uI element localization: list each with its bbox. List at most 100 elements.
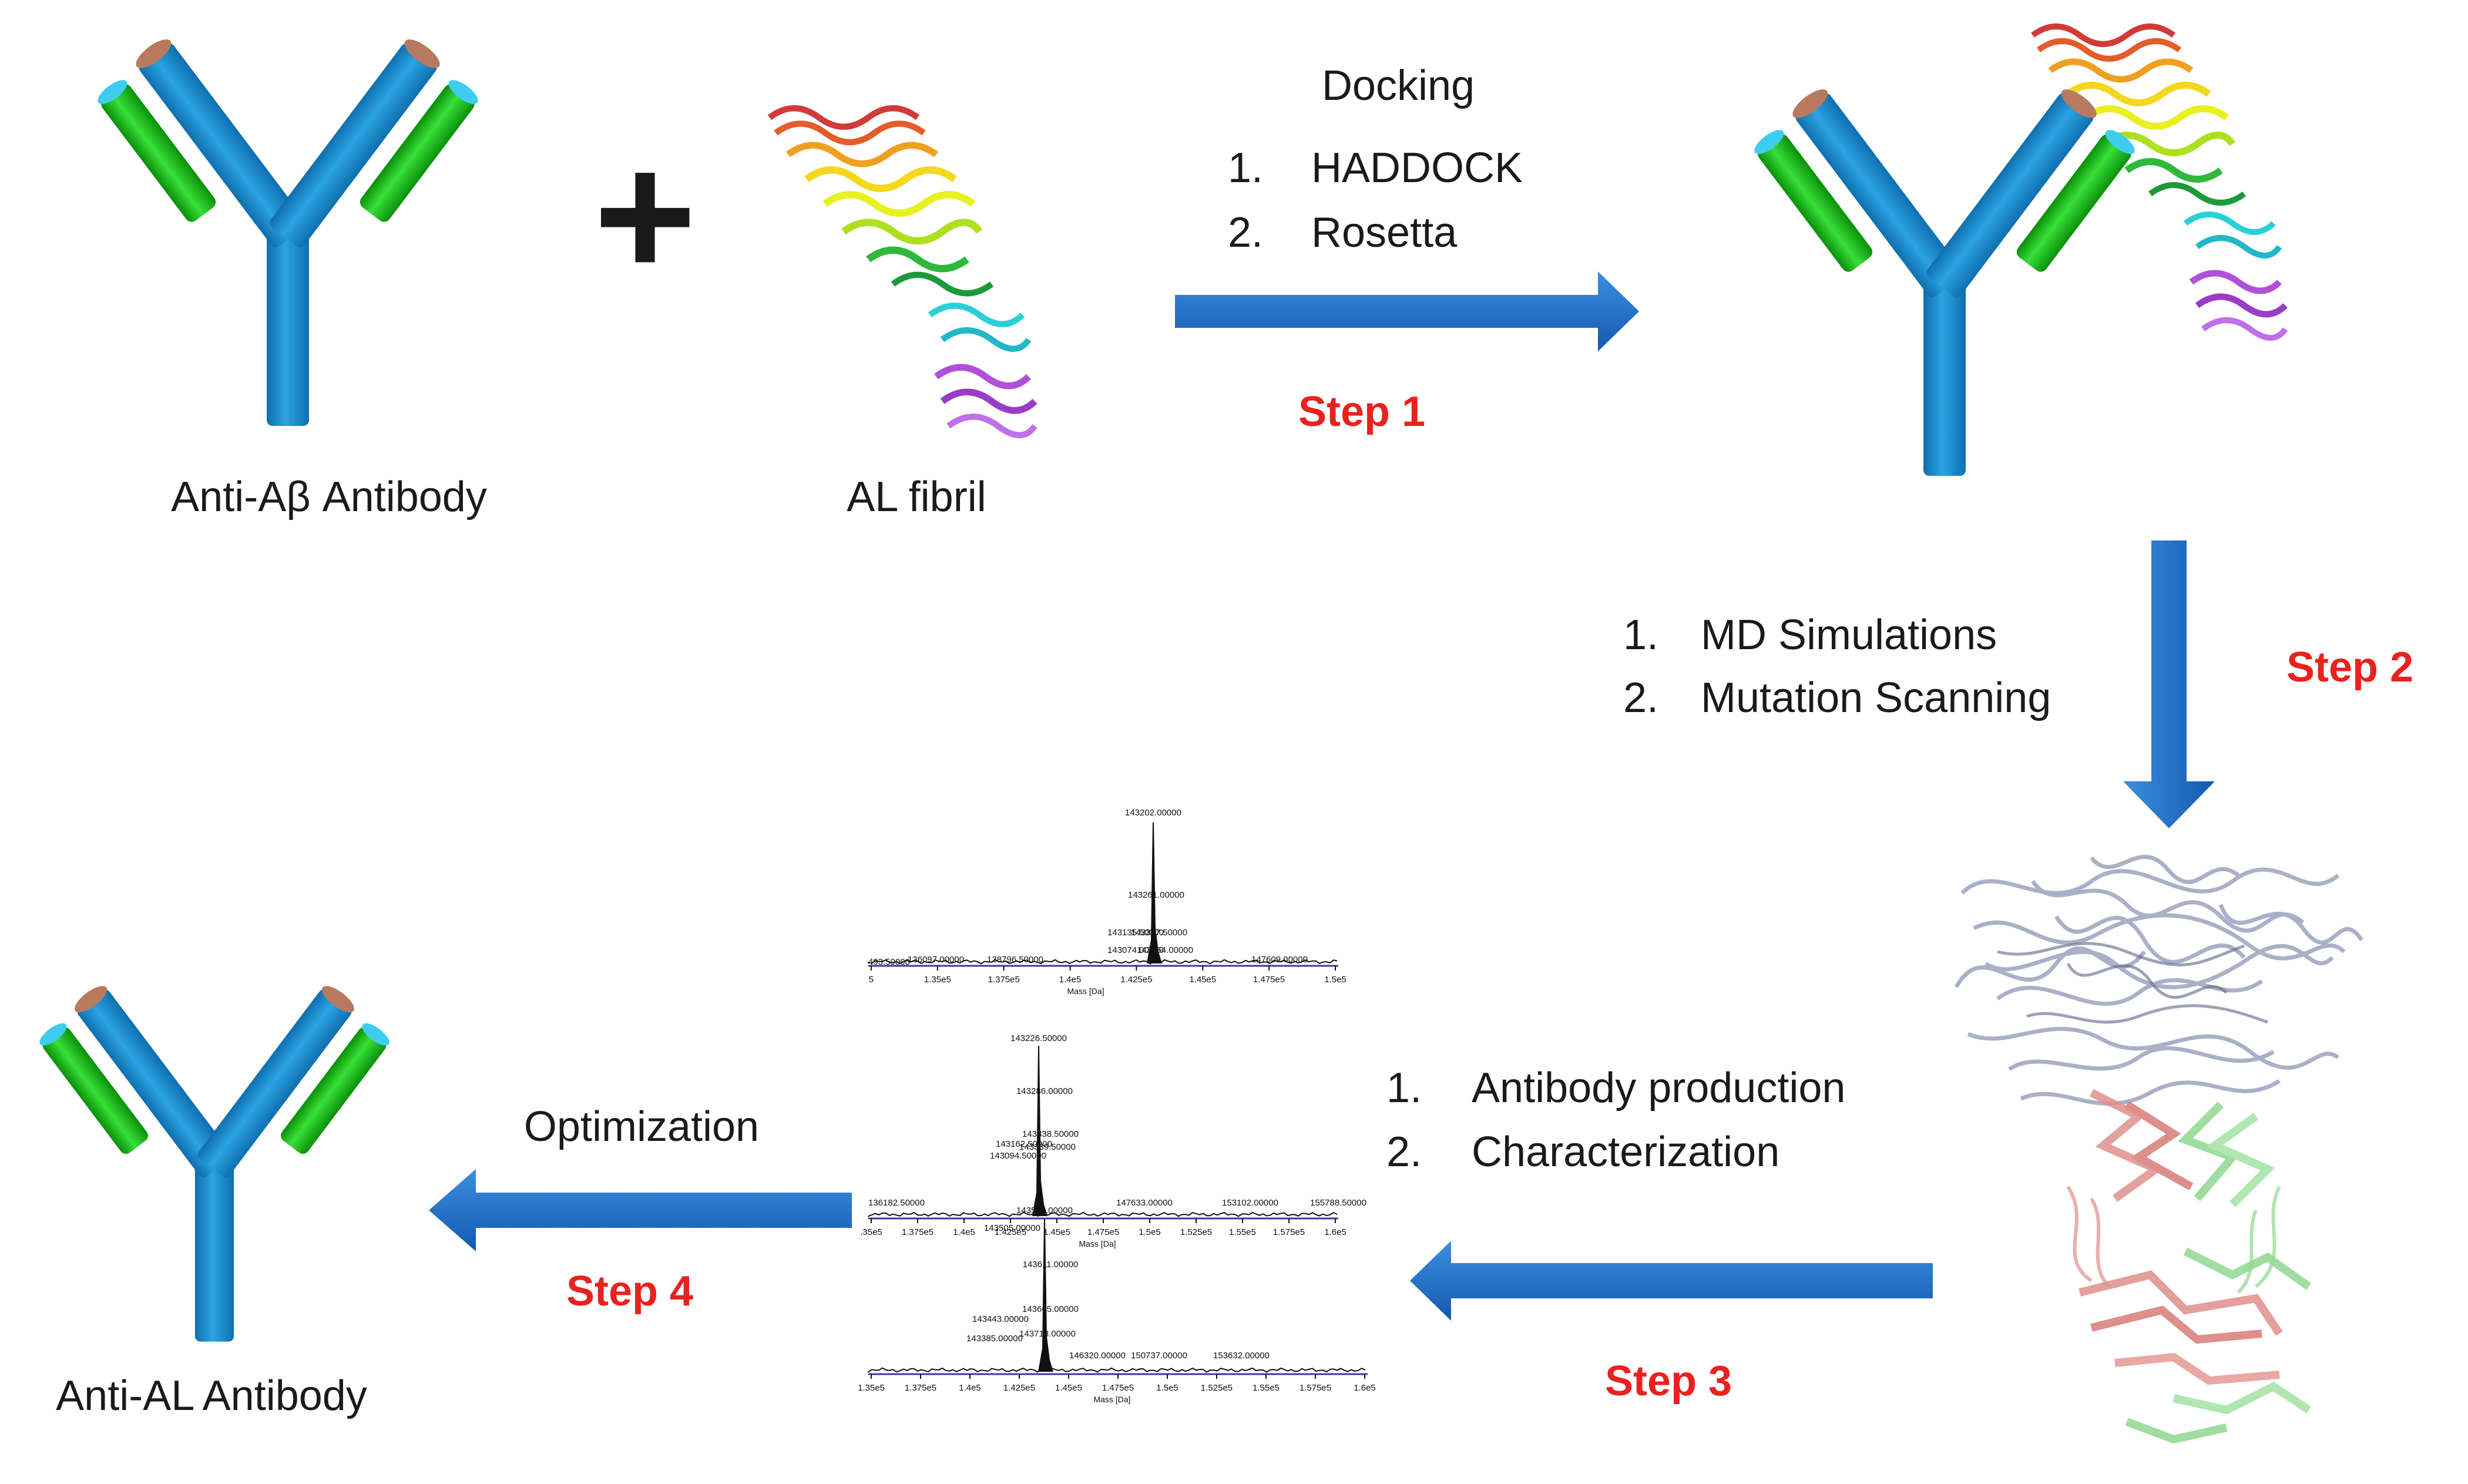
peak-label: 143317.50000 [1131,928,1187,938]
peak-label: 153632.00000 [1213,1351,1270,1361]
peak-label: 143389.50000 [1019,1142,1076,1152]
tick-label: 1.525e5 [1201,1383,1233,1393]
spectrum-2: 143226.50000 143286.00000 143338.500001431… [860,1033,1366,1248]
peak-label: 143611.00000 [1023,1260,1079,1270]
peak-label: 143094.50000 [990,1151,1046,1161]
tick-label: 1.475e5 [1087,1227,1119,1237]
md-item-2-num: 2. [1623,674,1658,721]
tick-label: 1.375e5 [905,1383,936,1393]
tick-label: 1.5e5 [1139,1227,1161,1237]
tick-label: 1.575e5 [1300,1383,1331,1393]
spectrum-trace [868,1367,1366,1374]
md-item-1-num: 1. [1623,612,1658,659]
tick-label: 1.5e5 [1156,1383,1178,1393]
peak-label: 143226.50000 [1010,1033,1067,1043]
x-axis-label: Mass [Da] [1079,1239,1116,1248]
tick-label: 1.4e5 [959,1383,981,1393]
anti-abeta-antibody-icon [94,34,482,427]
step1-label: Step 1 [1298,388,1425,435]
anti-al-antibody-icon [36,981,393,1342]
al-fibril-label: AL fibril [847,474,986,521]
tick-label: 1.475e5 [1102,1383,1134,1393]
main-peak [1038,1218,1053,1372]
peak-label: 143385.00000 [966,1334,1023,1344]
tick-label: 1.525e5 [1180,1227,1212,1237]
optimization-label: Optimization [524,1103,759,1150]
tick-label: 1.375e5 [988,975,1020,985]
peak-label: 143261.00000 [1128,890,1184,900]
peak-label: 136097.00000 [908,955,964,965]
peak-label: 143718.00000 [1019,1329,1076,1339]
docking-item-2-num: 2. [1228,209,1263,256]
tick-label: 1.45e5 [1055,1383,1082,1393]
peak-label: 143443.00000 [972,1314,1029,1324]
peak-label: 143558.00000 [1016,1206,1073,1216]
md-item-1-text: MD Simulations [1701,612,1997,659]
tick-label: 1.475e5 [1253,975,1285,985]
peak-label: 143505.00000 [984,1223,1040,1233]
tick-label: 1.4e5 [953,1227,975,1237]
anti-abeta-label: Anti-Aβ Antibody [171,474,487,521]
tick-label: 1.35e5 [924,975,951,985]
peak-label: 143135.50000 [1107,928,1164,938]
peak-label: 143286.00000 [1016,1086,1073,1096]
tick-label: 1.425e5 [1120,975,1152,985]
step3-label: Step 3 [1605,1358,1732,1405]
step4-arrow [429,1169,852,1251]
peak-label: 143665.00000 [1022,1304,1079,1314]
peak-label: 153102.00000 [1222,1198,1278,1208]
tick-label: 1.5e5 [1324,975,1347,985]
peak-label: 150737.00000 [1131,1351,1187,1361]
mass-spectra: 143202.00000143261.00000143135.500001433… [858,808,1376,1404]
tick-label: 1.45e5 [1189,975,1216,985]
peak-label: 143162.50000 [996,1139,1052,1149]
spectrum-trace [868,1211,1338,1217]
tick-label: .35e5 [860,1227,882,1237]
peak-label: 143338.50000 [1022,1129,1079,1139]
plus-sign: + [593,116,696,314]
docking-item-2-text: Rosetta [1311,209,1458,256]
peak-label: 155788.50000 [1310,1198,1366,1208]
peak-label: 138796.50000 [987,955,1043,965]
peak-label: 493.50000 [868,957,910,967]
step2-arrow [2123,540,2215,828]
tick-label: 1.375e5 [902,1227,934,1237]
step2-label: Step 2 [2286,644,2413,691]
md-item-2-text: Mutation Scanning [1701,674,2051,721]
tick-label: 1.35e5 [858,1383,885,1393]
tick-label: 1.575e5 [1273,1227,1305,1237]
step3-arrow [1410,1241,1933,1321]
production-item-1-num: 1. [1386,1065,1422,1112]
peak-label: 146320.00000 [1069,1351,1126,1361]
peak-label: 147633.00000 [1116,1198,1173,1208]
tick-label: 1.425e5 [995,1227,1026,1237]
md-ensemble-structure [1954,855,2363,1444]
step1-arrow [1175,271,1639,351]
peak-label: 136182.50000 [868,1198,925,1208]
peak-label: 143364.00000 [1137,945,1193,955]
main-peak [1147,822,1162,964]
production-item-2-text: Characterization [1472,1129,1779,1176]
tick-label: 1.425e5 [1003,1383,1035,1393]
docking-item-1-text: HADDOCK [1311,145,1523,192]
main-peak [1032,1045,1047,1217]
production-item-2-num: 2. [1386,1129,1422,1176]
docking-heading: Docking [1322,62,1475,109]
spectrum-1: 143202.00000143261.00000143135.500001433… [868,808,1347,996]
x-axis-label: Mass [Da] [1093,1395,1130,1404]
complex-antibody-icon [1751,84,2138,476]
tick-label: 1.6e5 [1324,1227,1347,1237]
tick-label: 5 [869,975,874,985]
tick-label: 1.4e5 [1059,975,1082,985]
step4-label: Step 4 [566,1268,693,1315]
tick-label: 1.55e5 [1253,1383,1280,1393]
peak-label: 147609.00000 [1251,955,1308,965]
tick-label: 1.45e5 [1043,1227,1070,1237]
peak-label: 143202.00000 [1125,808,1181,818]
al-fibril-structure [770,108,1035,435]
spectrum-trace [868,959,1338,965]
anti-al-label: Anti-AL Antibody [56,1372,367,1419]
tick-label: 1.55e5 [1229,1227,1256,1237]
